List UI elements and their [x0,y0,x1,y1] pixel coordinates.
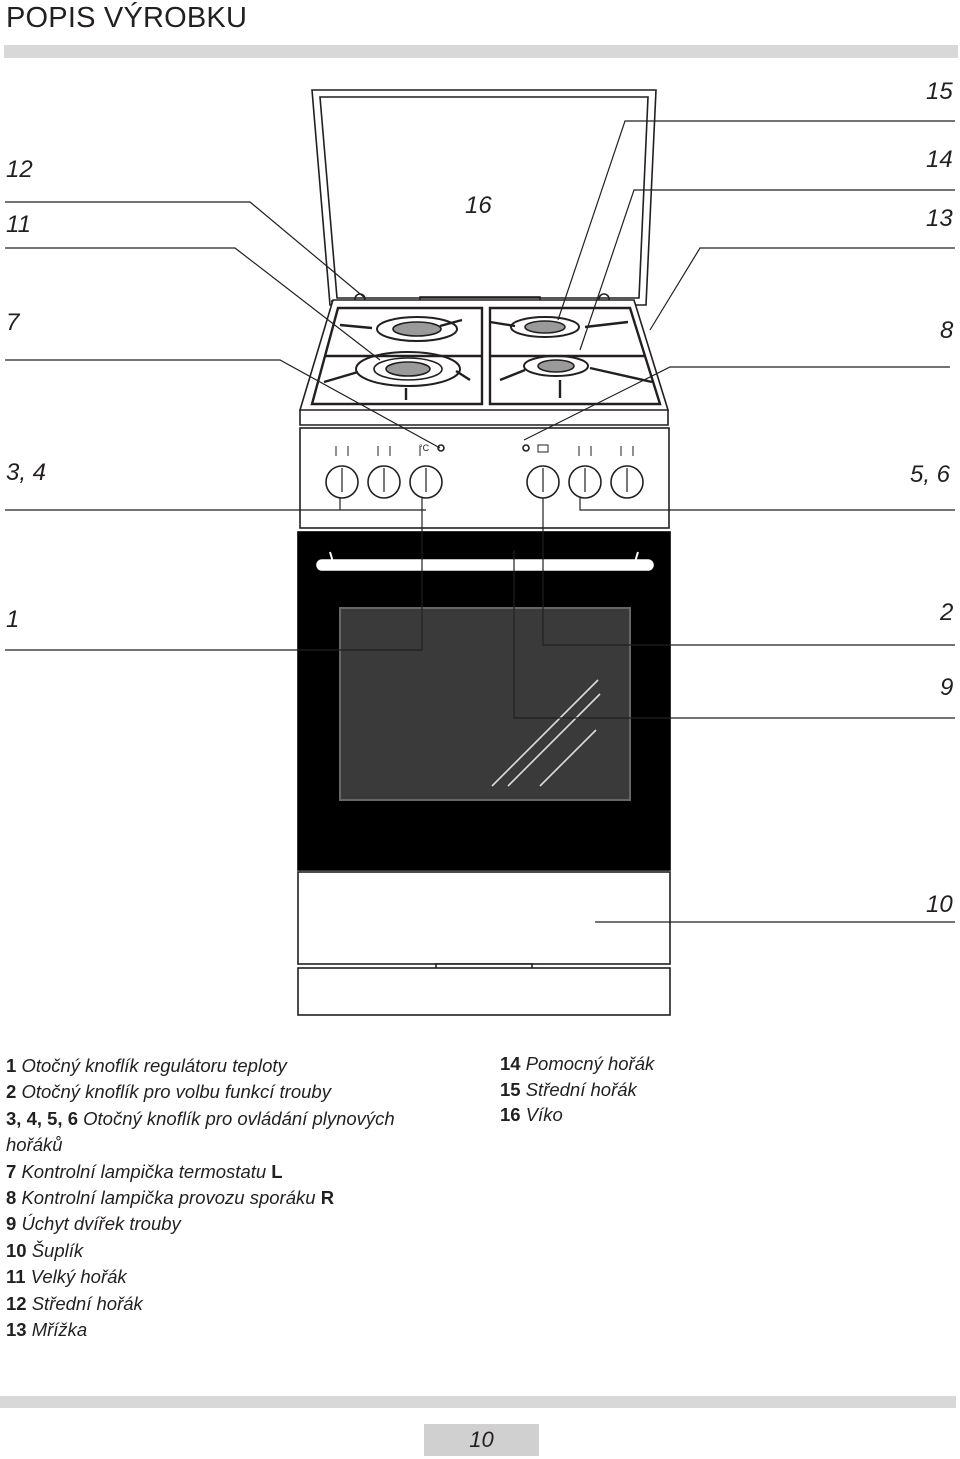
callout-leader-lines [5,120,955,923]
callout-13: 13 [926,205,953,232]
temperature-symbol: °C [419,443,430,453]
callout-2: 2 [940,599,954,626]
stove-diagram [5,89,955,1016]
legend-item: 1 Otočný knoflík regulátoru teploty [6,1055,287,1076]
callout-12: 12 [6,156,33,183]
callout-10: 10 [926,891,953,918]
legend-item: 9 Úchyt dvířek trouby [6,1213,181,1235]
callout-8: 8 [940,317,954,344]
legend-right: 14 Pomocný hořák 15 Střední hořák 16 Vík… [500,1051,654,1128]
page-title: POPIS VÝROBKU [6,2,248,34]
page-number: 10 [424,1424,539,1456]
callout-7: 7 [6,309,20,336]
callout-3-4: 3, 4 [6,459,47,486]
legend-item: 2 Otočný knoflík pro volbu funkcí trouby [6,1081,331,1103]
legend-item: 16 Víko [500,1104,563,1125]
control-panel-illustration [299,427,670,529]
legend-item: 11 Velký hořák [6,1266,127,1288]
callout-1: 1 [6,606,20,633]
footer-bar [0,1396,956,1408]
hob-illustration [298,299,670,426]
oven-door-illustration [297,531,671,871]
callout-11: 11 [6,211,31,238]
callout-16: 16 [465,192,492,219]
callout-14: 14 [926,146,953,173]
legend-left: 1 Otočný knoflík regulátoru teploty 2 Ot… [6,1053,395,1343]
legend-item: 14 Pomocný hořák [500,1053,655,1074]
legend-item: 10 Šuplík [6,1239,84,1261]
title-underline-bar [4,45,958,58]
legend-item: 8 Kontrolní lampička provozu sporáku R [6,1187,335,1209]
legend-item: 3, 4, 5, 6 Otočný knoflík pro ovládání p… [6,1107,395,1129]
callout-5-6: 5, 6 [910,461,951,488]
legend-item: 12 Střední hořák [6,1292,143,1314]
callout-15: 15 [926,78,953,105]
legend-item: 15 Střední hořák [500,1078,637,1100]
legend-item: hořáků [6,1134,63,1156]
drawer-illustration [297,871,671,1016]
legend-item: 7 Kontrolní lampička termostatu L [6,1160,283,1182]
legend-item: 13 Mřížka [6,1319,88,1341]
callout-9: 9 [940,674,954,701]
